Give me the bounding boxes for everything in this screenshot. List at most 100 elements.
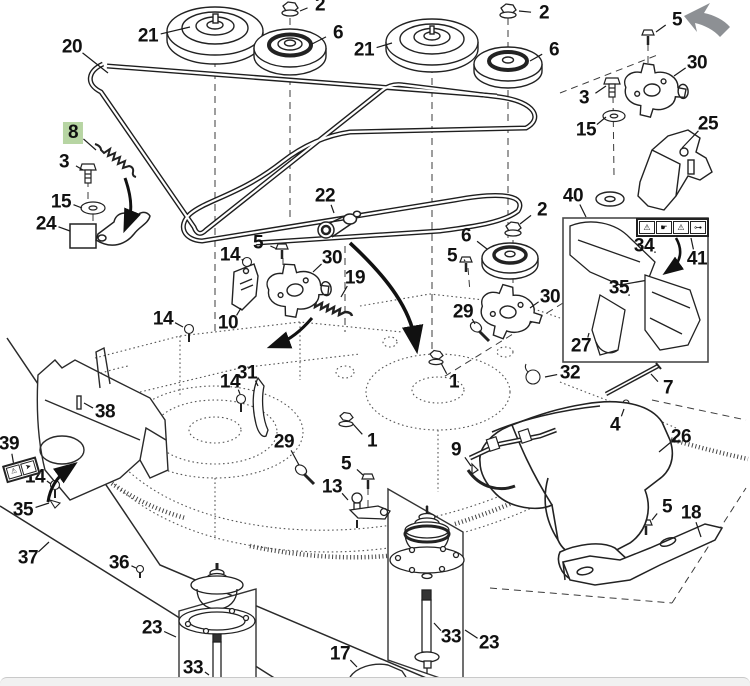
callout-34[interactable]: 34 xyxy=(633,235,655,257)
callout-22[interactable]: 22 xyxy=(314,185,336,207)
callout-3[interactable]: 3 xyxy=(58,151,70,173)
lift-rod-7 xyxy=(604,362,662,396)
callout-5[interactable]: 5 xyxy=(252,232,264,254)
callout-14[interactable]: 14 xyxy=(152,308,174,330)
callout-36[interactable]: 36 xyxy=(108,552,130,574)
spacer-bushing-22 xyxy=(317,210,362,239)
pictogram-icon: ☛ xyxy=(656,221,672,234)
flat-idler-pulley-21b xyxy=(385,18,479,73)
callout-39[interactable]: 39 xyxy=(0,433,20,455)
callout-5[interactable]: 5 xyxy=(446,245,458,267)
callout-31[interactable]: 31 xyxy=(236,362,258,384)
callout-15[interactable]: 15 xyxy=(575,119,597,141)
callout-10[interactable]: 10 xyxy=(217,312,239,334)
callout-35[interactable]: 35 xyxy=(12,499,34,521)
callout-37[interactable]: 37 xyxy=(17,547,39,569)
callout-9[interactable]: 9 xyxy=(450,439,462,461)
blade-part xyxy=(349,663,407,678)
baffle-arrow-icon xyxy=(46,461,78,503)
callout-23[interactable]: 23 xyxy=(478,632,500,654)
callout-21[interactable]: 21 xyxy=(137,25,159,47)
callout-30[interactable]: 30 xyxy=(321,247,343,269)
callout-5[interactable]: 5 xyxy=(340,453,352,475)
v-idler-pulley-6a xyxy=(253,28,327,76)
drive-belt xyxy=(87,61,538,246)
callout-21[interactable]: 21 xyxy=(353,39,375,61)
truss-head-screws xyxy=(49,256,253,498)
callout-7[interactable]: 7 xyxy=(662,377,674,399)
callout-5[interactable]: 5 xyxy=(671,9,683,31)
callout-13[interactable]: 13 xyxy=(321,476,343,498)
callout-14[interactable]: 14 xyxy=(219,371,241,393)
angle-bracket-10 xyxy=(231,263,259,311)
callout-40[interactable]: 40 xyxy=(562,185,584,207)
runner-bracket-18 xyxy=(561,523,724,586)
callout-35[interactable]: 35 xyxy=(608,277,630,299)
callout-18[interactable]: 18 xyxy=(680,502,702,524)
callout-26[interactable]: 26 xyxy=(670,426,692,448)
callout-3[interactable]: 3 xyxy=(578,87,590,109)
motion-arrows xyxy=(46,177,424,503)
callout-30[interactable]: 30 xyxy=(686,52,708,74)
callout-14[interactable]: 14 xyxy=(219,244,241,266)
v-idler-pulley-6c xyxy=(481,242,539,280)
callout-25[interactable]: 25 xyxy=(697,113,719,135)
callout-15[interactable]: 15 xyxy=(50,191,72,213)
idler-mount-brackets xyxy=(266,62,689,340)
install-arrow-left-icon xyxy=(266,317,314,349)
pictogram-icon: ⚠ xyxy=(639,221,655,234)
callout-2[interactable]: 2 xyxy=(538,2,550,24)
callout-6[interactable]: 6 xyxy=(460,225,472,247)
callout-29[interactable]: 29 xyxy=(452,301,474,323)
callout-33[interactable]: 33 xyxy=(440,626,462,648)
callout-6[interactable]: 6 xyxy=(332,22,344,44)
callout-2[interactable]: 2 xyxy=(536,199,548,221)
callout-23[interactable]: 23 xyxy=(141,617,163,639)
install-arrow-right-icon xyxy=(348,241,424,355)
callout-1[interactable]: 1 xyxy=(366,430,378,452)
flat-idler-pulley-21a xyxy=(166,6,264,65)
callout-1[interactable]: 1 xyxy=(448,371,460,393)
callout-30[interactable]: 30 xyxy=(539,286,561,308)
callout-2[interactable]: 2 xyxy=(314,0,326,16)
flat-washers xyxy=(80,109,626,215)
callout-4[interactable]: 4 xyxy=(609,414,621,436)
gauge-bracket-13 xyxy=(348,492,391,528)
chute-handle-9 xyxy=(466,427,557,491)
callout-6[interactable]: 6 xyxy=(548,39,560,61)
flange-nuts xyxy=(281,1,522,237)
spindle-assembly-right xyxy=(389,506,465,674)
callout-29[interactable]: 29 xyxy=(273,431,295,453)
bracket-25 xyxy=(595,129,713,211)
cap-screws xyxy=(275,29,655,535)
spring-19 xyxy=(309,299,354,318)
carriage-bolts xyxy=(294,321,491,486)
rotate-arrow-icon xyxy=(662,237,684,275)
callout-17[interactable]: 17 xyxy=(329,643,351,665)
callout-24[interactable]: 24 xyxy=(35,213,57,235)
pictogram-icon: ⊶ xyxy=(690,221,706,234)
callout-41[interactable]: 41 xyxy=(686,248,708,270)
spindle-assembly-left xyxy=(178,563,256,679)
callout-20[interactable]: 20 xyxy=(61,36,83,58)
callout-38[interactable]: 38 xyxy=(94,401,116,423)
back-arrow-icon[interactable] xyxy=(680,0,736,42)
clip-35b xyxy=(48,499,62,509)
v-idler-pulley-6b xyxy=(473,46,543,89)
callout-19[interactable]: 19 xyxy=(344,267,366,289)
callout-27[interactable]: 27 xyxy=(570,335,592,357)
spring-motion-arrow-icon xyxy=(123,177,141,234)
callout-5[interactable]: 5 xyxy=(661,496,673,518)
idler-tension-spring-8 xyxy=(94,143,137,178)
horizontal-scrollbar[interactable] xyxy=(0,677,750,686)
callout-33[interactable]: 33 xyxy=(182,657,204,679)
callout-8[interactable]: 8 xyxy=(62,122,84,144)
callout-32[interactable]: 32 xyxy=(559,362,581,384)
shoulder-bolts xyxy=(79,77,621,184)
pictogram-icon: ⚠ xyxy=(673,221,689,234)
strap-31 xyxy=(252,376,269,438)
